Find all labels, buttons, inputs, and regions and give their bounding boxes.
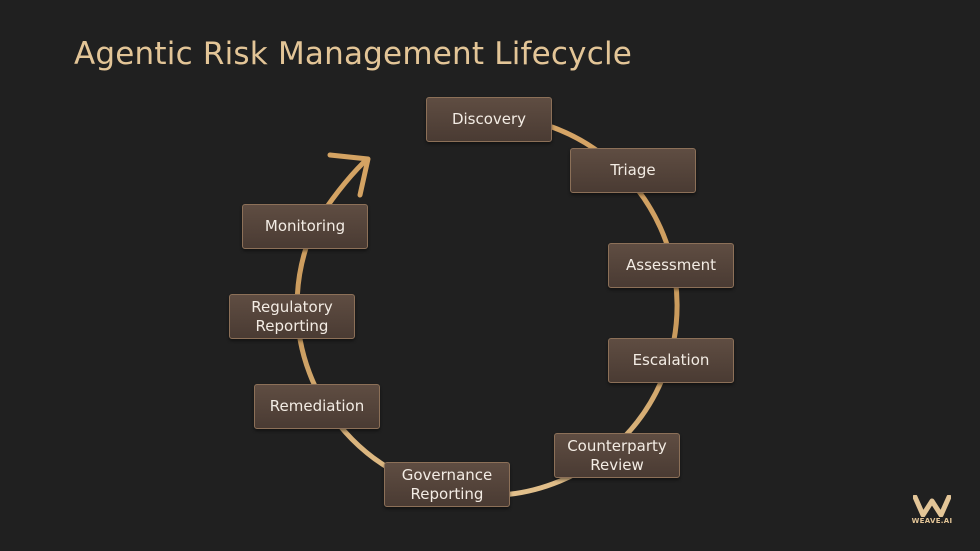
cycle-ring xyxy=(294,124,680,498)
page-title: Agentic Risk Management Lifecycle xyxy=(74,36,633,72)
brand-logo: WEAVE.AI xyxy=(909,495,955,529)
stage-monitoring: Monitoring xyxy=(242,204,368,249)
w-logo-icon xyxy=(913,495,951,517)
stage-remediation: Remediation xyxy=(254,384,380,429)
stage-escalation: Escalation xyxy=(608,338,734,383)
logo-wordmark: WEAVE.AI xyxy=(911,517,953,525)
stage-discovery: Discovery xyxy=(426,97,552,142)
stage-regulatory-reporting: Regulatory Reporting xyxy=(229,294,355,339)
stage-governance-reporting: Governance Reporting xyxy=(384,462,510,507)
stage-counterparty-review: Counterparty Review xyxy=(554,433,680,478)
stage-assessment: Assessment xyxy=(608,243,734,288)
cycle-arrowhead xyxy=(327,152,371,198)
stage-triage: Triage xyxy=(570,148,696,193)
